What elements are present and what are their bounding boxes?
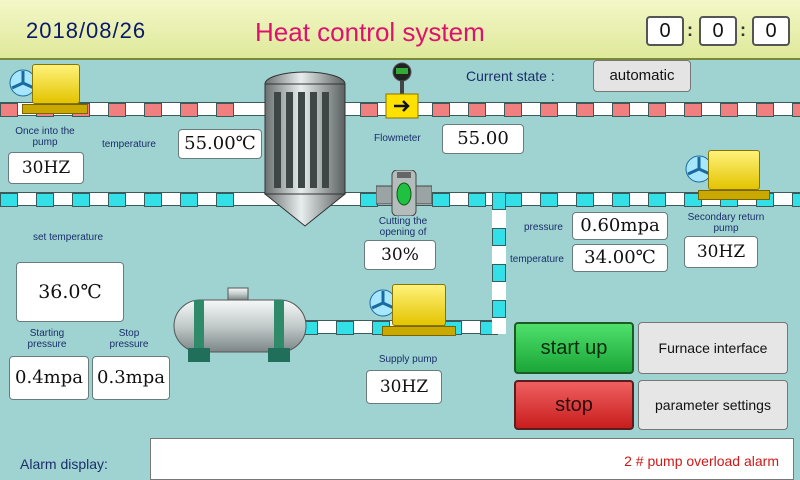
- pipe-segment: [432, 193, 450, 207]
- pump-base: [698, 190, 770, 200]
- header-bar: 2018/08/26 Heat control system 0 : 0 : 0: [0, 0, 800, 60]
- starting-pressure-value[interactable]: 0.4mpa: [9, 356, 89, 400]
- pipe-segment: [144, 103, 162, 117]
- pipe-segment: [492, 192, 506, 210]
- pipe-segment: [612, 193, 630, 207]
- temperature2-label: temperature: [510, 254, 564, 265]
- pipe-segment: [492, 228, 506, 246]
- pipe-segment: [0, 103, 18, 117]
- page-title: Heat control system: [255, 17, 485, 47]
- temperature-value[interactable]: 55.00℃: [178, 129, 262, 159]
- set-temperature-value[interactable]: 36.0℃: [16, 262, 124, 322]
- pipe-segment: [72, 193, 90, 207]
- starting-pressure-label: Starting pressure: [27, 328, 67, 350]
- clock-hours: 0: [646, 16, 684, 46]
- pipe-segment: [336, 321, 354, 335]
- furnace-interface-button[interactable]: Furnace interface: [638, 322, 788, 374]
- parameter-settings-button[interactable]: parameter settings: [638, 380, 788, 430]
- pipe-segment: [612, 103, 630, 117]
- alarm-label: Alarm display:: [20, 456, 108, 472]
- alarm-message: 2 # pump overload alarm: [624, 453, 779, 469]
- pipe-segment: [180, 193, 198, 207]
- pipe-segment: [180, 103, 198, 117]
- stop-pressure-value[interactable]: 0.3mpa: [92, 356, 170, 400]
- cutting-value[interactable]: 30%: [364, 240, 436, 270]
- pipe-segment: [756, 103, 774, 117]
- pump-motor-icon: [708, 150, 760, 190]
- mode-automatic-button[interactable]: automatic: [593, 60, 691, 92]
- pipe-segment: [540, 193, 558, 207]
- pipe-segment: [576, 193, 594, 207]
- once-into-pump: [8, 64, 88, 122]
- pipe-segment: [216, 103, 234, 117]
- pipe-segment: [492, 300, 506, 318]
- pipe-segment: [720, 103, 738, 117]
- secondary-return-pump-freq[interactable]: 30HZ: [684, 236, 758, 268]
- cold-pipe-vertical: [492, 192, 506, 334]
- pipe-segment: [108, 103, 126, 117]
- set-temperature-label: set temperature: [32, 232, 104, 243]
- stop-pressure-label: Stop pressure: [109, 328, 149, 350]
- pipe-segment: [468, 103, 486, 117]
- pipe-segment: [792, 103, 800, 117]
- clock-separator: :: [687, 20, 693, 40]
- pipe-segment: [492, 264, 506, 282]
- alarm-display: 2 # pump overload alarm: [150, 438, 794, 480]
- cutting-label: Cutting the opening of: [378, 216, 428, 238]
- temperature-label: temperature: [102, 139, 156, 150]
- storage-tank-icon: [173, 287, 307, 362]
- pump-motor-icon: [392, 284, 446, 326]
- pipe-segment: [792, 193, 800, 207]
- clock: 0 : 0 : 0: [646, 16, 792, 46]
- flowmeter-value[interactable]: 55.00: [442, 124, 524, 154]
- pump-base: [382, 326, 456, 336]
- pipe-segment: [108, 193, 126, 207]
- current-state-label: Current state :: [466, 68, 555, 84]
- pipe-segment: [504, 103, 522, 117]
- pipe-segment: [648, 193, 666, 207]
- flowmeter-label: Flowmeter: [374, 133, 421, 144]
- pipe-segment: [216, 193, 234, 207]
- once-into-pump-label: Once into the pump: [15, 126, 75, 148]
- secondary-return-pump-label: Secondary return pump: [687, 212, 765, 234]
- once-into-pump-freq[interactable]: 30HZ: [8, 152, 84, 184]
- secondary-return-pump: [684, 150, 772, 208]
- cutting-valve-icon: [376, 170, 432, 216]
- clock-separator: :: [740, 20, 746, 40]
- pipe-segment: [576, 103, 594, 117]
- start-up-button[interactable]: start up: [514, 322, 634, 374]
- supply-pump-label: Supply pump: [378, 354, 438, 365]
- pressure-value[interactable]: 0.60mpa: [572, 212, 668, 240]
- pipe-segment: [36, 193, 54, 207]
- pipe-segment: [432, 103, 450, 117]
- heat-exchanger-icon: [263, 71, 347, 227]
- pipe-segment: [0, 193, 18, 207]
- pipe-segment: [504, 193, 522, 207]
- pipe-segment: [468, 193, 486, 207]
- pump-base: [22, 104, 88, 114]
- clock-seconds: 0: [752, 16, 790, 46]
- pressure-label: pressure: [524, 222, 563, 233]
- pump-motor-icon: [32, 64, 80, 104]
- pipe-segment: [360, 103, 378, 117]
- temperature2-value[interactable]: 34.00℃: [572, 244, 668, 272]
- supply-pump-freq[interactable]: 30HZ: [366, 370, 442, 404]
- clock-minutes: 0: [699, 16, 737, 46]
- flowmeter-icon: [385, 62, 419, 119]
- stop-button[interactable]: stop: [514, 380, 634, 430]
- pipe-segment: [144, 193, 162, 207]
- pipe-segment: [684, 193, 702, 207]
- pipe-segment: [540, 103, 558, 117]
- pipe-segment: [684, 103, 702, 117]
- pipe-segment: [648, 103, 666, 117]
- supply-pump: [368, 284, 458, 344]
- date-display: 2018/08/26: [26, 18, 147, 43]
